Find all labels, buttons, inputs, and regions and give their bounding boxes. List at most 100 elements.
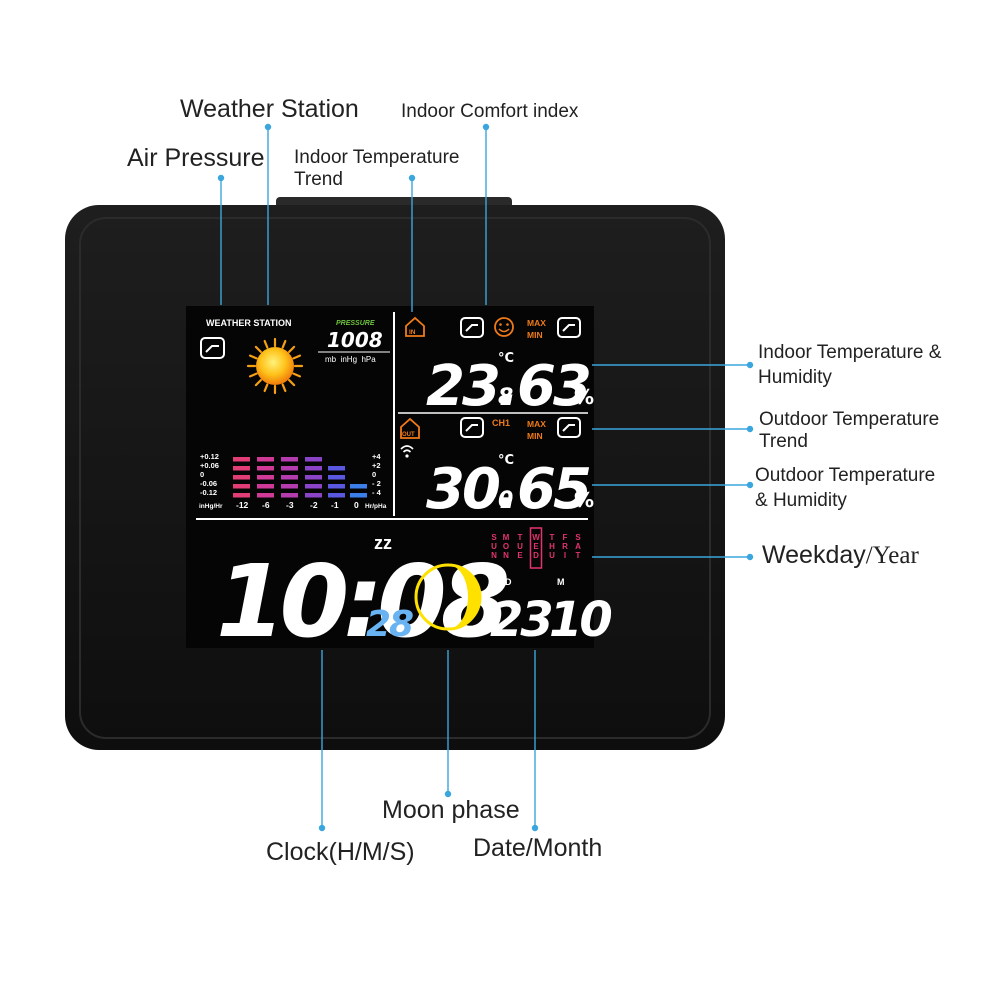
pressure-bar-segment <box>281 475 298 480</box>
callout-outdoor-trend-line2: Trend <box>759 430 808 452</box>
pressure-bar-segment <box>281 493 298 498</box>
pressure-bar-segment <box>350 484 367 489</box>
pressure-bar-segment <box>305 466 322 471</box>
comfort-smiley-icon <box>494 317 514 337</box>
pressure-hour-label: -2 <box>310 500 318 510</box>
indoor-min-label: MIN <box>527 330 543 340</box>
callout-outdoor-temp-humidity-line2: & Humidity <box>755 489 847 511</box>
date-month: 10 <box>549 592 611 648</box>
snooze-indicator: zz <box>374 533 392 553</box>
indoor-temp-decimal: 8 <box>498 385 513 410</box>
trend-arrow-icon <box>200 337 225 359</box>
svg-text:IN: IN <box>409 329 416 336</box>
indoor-humidity: 63 <box>517 354 589 419</box>
pressure-bar-segment <box>233 466 250 471</box>
callout-air-pressure: Air Pressure <box>127 144 265 172</box>
callout-indoor-temp-humidity-line2: Humidity <box>758 366 832 388</box>
indoor-max-label: MAX <box>527 318 546 328</box>
pressure-scale-right-label: +4 <box>372 452 381 461</box>
lcd-screen <box>186 306 594 648</box>
pressure-bar-segment <box>305 493 322 498</box>
callout-outdoor-temp-humidity: Outdoor Temperature & Humidity <box>755 464 935 513</box>
outdoor-max-label: MAX <box>527 419 546 429</box>
pressure-hour-label: 0 <box>354 500 359 510</box>
callout-weather-station: Weather Station <box>180 95 359 123</box>
pressure-bar-segment <box>257 484 274 489</box>
callout-year: /Year <box>865 542 919 569</box>
outdoor-percent: % <box>574 488 594 512</box>
pressure-hour-label: -1 <box>331 500 339 510</box>
pressure-scale-left-label: +0.12 <box>200 452 219 461</box>
date-day: 23 <box>490 592 551 648</box>
wireless-signal-icon <box>400 445 414 458</box>
callout-date-month: Date/Month <box>473 834 603 862</box>
callout-indoor-trend-line1: Indoor Temperature <box>294 147 460 168</box>
pressure-scale-left-label: -0.12 <box>200 488 217 497</box>
svg-text:OUT: OUT <box>402 432 415 438</box>
callout-indoor-temp-humidity: Indoor Temperature & Humidity <box>758 341 941 390</box>
pressure-hour-label: -12 <box>236 500 249 510</box>
pressure-bar-segment <box>257 475 274 480</box>
pressure-bar-segment <box>328 493 345 498</box>
outdoor-celsius: °C <box>498 453 514 468</box>
pressure-bar-segment <box>350 493 367 498</box>
moon-phase-icon <box>414 563 482 631</box>
pressure-bar-segment <box>305 484 322 489</box>
pressure-unit-right: Hr/pHa <box>365 503 387 510</box>
pressure-scale-left-label: 0 <box>200 470 204 479</box>
pressure-scale-right-label: - 4 <box>372 488 382 497</box>
callout-outdoor-trend: Outdoor Temperature Trend <box>759 409 939 453</box>
device-inner-bezel <box>79 217 711 739</box>
pressure-scale-right-label: +2 <box>372 461 381 470</box>
indoor-home-icon: IN <box>405 316 425 337</box>
pressure-bar-segment <box>328 475 345 480</box>
indoor-humidity-trend-icon <box>557 317 581 338</box>
pressure-bar-segment <box>281 457 298 462</box>
pressure-bar-segment <box>328 466 345 471</box>
pressure-hour-label: -6 <box>262 500 270 510</box>
lcd-title: WEATHER STATION <box>206 318 292 328</box>
callout-weekday: Weekday <box>762 541 866 569</box>
pressure-bar-segment <box>257 493 274 498</box>
pressure-unit-left: inHg/Hr <box>199 503 223 510</box>
callout-weekday-year: Weekday/Year <box>762 541 919 571</box>
indoor-temp-main: 23. <box>426 354 516 419</box>
outdoor-home-icon: OUT <box>400 417 420 439</box>
callout-indoor-comfort: Indoor Comfort index <box>401 101 579 122</box>
callout-outdoor-temp-humidity-line1: Outdoor Temperature <box>755 465 936 486</box>
sun-icon <box>246 337 304 395</box>
outdoor-temp-main: 30. <box>426 457 516 522</box>
month-label: M <box>557 577 565 587</box>
indoor-celsius: °C <box>498 351 514 366</box>
pressure-scale-left-label: +0.06 <box>200 461 219 470</box>
pressure-bar-segment <box>257 466 274 471</box>
outdoor-humidity-trend-icon <box>557 417 581 438</box>
pressure-bar-segment <box>328 484 345 489</box>
callout-indoor-trend: Indoor Temperature Trend <box>294 147 459 191</box>
weekday-highlight <box>529 527 543 569</box>
seconds: 28 <box>366 604 413 645</box>
pressure-scale-right-label: - 2 <box>372 479 381 488</box>
pressure-bar-segment <box>233 493 250 498</box>
callout-outdoor-trend-line1: Outdoor Temperature <box>759 409 940 430</box>
pressure-scale-left-label: -0.06 <box>200 479 217 488</box>
indoor-trend-icon <box>460 317 484 338</box>
callout-moon-phase: Moon phase <box>382 796 520 824</box>
clock-hours-minutes: 10:08 <box>216 543 507 660</box>
channel-label: CH1 <box>492 418 510 428</box>
outdoor-humidity: 65 <box>517 457 590 522</box>
pressure-bar-segment <box>281 466 298 471</box>
pressure-bar-segment <box>233 475 250 480</box>
outdoor-trend-icon <box>460 417 484 438</box>
callout-clock: Clock(H/M/S) <box>266 838 415 866</box>
pressure-bar-segment <box>233 457 250 462</box>
